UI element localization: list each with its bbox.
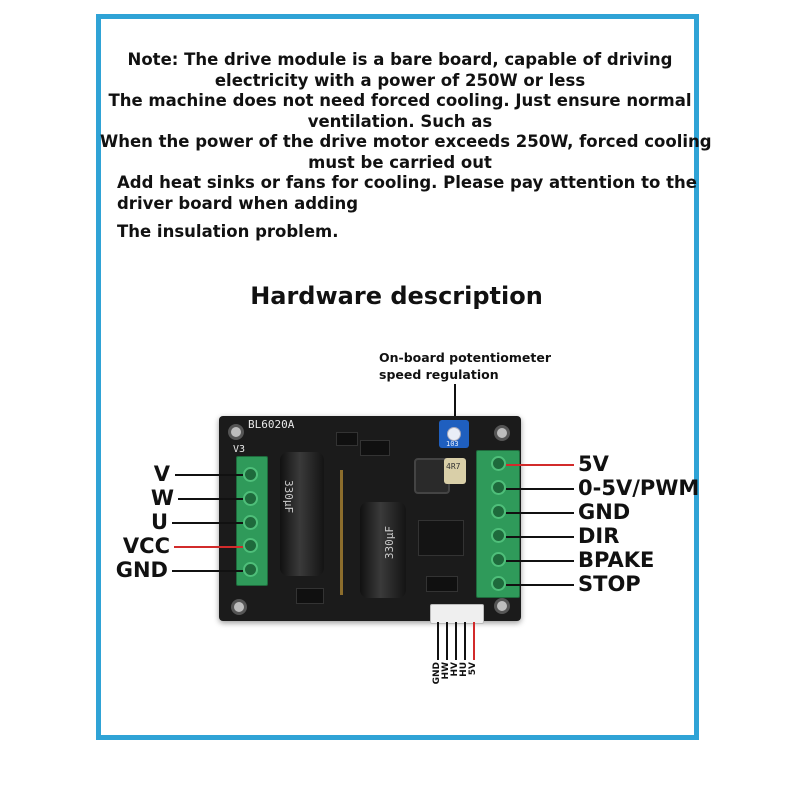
terminal-screw[interactable] — [243, 467, 258, 482]
driver-ic — [418, 520, 464, 556]
hall-wire — [464, 622, 466, 660]
note-text: Note: The drive module is a bare board, … — [100, 50, 712, 243]
leader-line-bpake — [506, 560, 574, 562]
smd-component — [426, 576, 458, 592]
note-line: must be carried out — [308, 152, 492, 172]
hall-wire — [446, 622, 448, 660]
terminal-screw[interactable] — [491, 528, 506, 543]
leader-line-pwm — [506, 488, 574, 490]
terminal-label-u: U — [150, 510, 168, 534]
terminal-label-v: V — [153, 462, 170, 486]
inductor-marking: 4R7 — [446, 462, 461, 471]
hall-connector — [430, 604, 484, 624]
smd-component — [296, 588, 324, 604]
leader-line-w — [178, 498, 243, 500]
smd-component — [336, 432, 358, 446]
smd-component — [444, 458, 466, 484]
note-line: electricity with a power of 250W or less — [214, 70, 586, 90]
note-line: ventilation. Such as — [307, 111, 493, 131]
terminal-label-w: W — [150, 486, 174, 510]
terminal-screw[interactable] — [491, 552, 506, 567]
terminal-label-pwm: 0-5V/PWM — [578, 476, 700, 500]
leader-line-dir — [506, 536, 574, 538]
capacitor — [280, 452, 324, 576]
note-line: When the power of the drive motor exceed… — [100, 132, 712, 151]
terminal-screw[interactable] — [243, 515, 258, 530]
note-line: driver board when adding — [117, 193, 359, 213]
hall-wire — [473, 622, 475, 660]
terminal-screw[interactable] — [243, 491, 258, 506]
leader-line-v — [175, 474, 243, 476]
terminal-label-gnd-right: GND — [578, 500, 631, 524]
terminal-screw[interactable] — [243, 562, 258, 577]
terminal-screw[interactable] — [491, 504, 506, 519]
terminal-label-bpake: BPAKE — [578, 548, 655, 572]
potentiometer-note-line: On-board potentiometer — [379, 350, 552, 365]
mounting-hole — [231, 599, 247, 615]
hall-wire — [455, 622, 457, 660]
potentiometer-pointer — [454, 384, 456, 420]
terminal-screw[interactable] — [491, 576, 506, 591]
potentiometer-note: On-board potentiometer speed regulation — [379, 349, 551, 383]
terminal-label-vcc: VCC — [122, 534, 170, 558]
potentiometer-knob[interactable] — [447, 427, 461, 441]
note-line: Add heat sinks or fans for cooling. Plea… — [117, 173, 697, 192]
terminal-screw[interactable] — [243, 538, 258, 553]
trace — [340, 470, 343, 595]
hall-wire — [437, 622, 439, 660]
potentiometer-marking: 103 — [446, 440, 459, 448]
board-version-label: V3 — [233, 444, 246, 455]
leader-line-5v — [506, 464, 574, 466]
right-terminal-block — [476, 450, 520, 598]
capacitor — [360, 502, 406, 598]
terminal-label-5v: 5V — [578, 452, 609, 476]
leader-line-gnd — [172, 570, 243, 572]
mounting-hole — [494, 425, 510, 441]
terminal-screw[interactable] — [491, 456, 506, 471]
potentiometer-note-line: speed regulation — [379, 367, 499, 382]
leader-line-gnd-right — [506, 512, 574, 514]
mounting-hole — [228, 424, 244, 440]
terminal-label-gnd: GND — [115, 558, 168, 582]
note-line: The machine does not need forced cooling… — [108, 91, 692, 110]
hardware-title: Hardware description — [250, 282, 543, 310]
board-model-label: BL6020A — [248, 418, 295, 431]
terminal-label-dir: DIR — [578, 524, 620, 548]
leader-line-u — [172, 522, 243, 524]
capacitor-label: 330µF — [383, 526, 396, 560]
leader-line-vcc — [174, 546, 243, 548]
hall-pin-label: 5V — [468, 662, 478, 676]
leader-line-stop — [506, 584, 574, 586]
terminal-label-stop: STOP — [578, 572, 641, 596]
smd-component — [360, 440, 390, 456]
note-line: The insulation problem. — [117, 222, 339, 241]
note-line: Note: The drive module is a bare board, … — [127, 50, 673, 69]
capacitor-label: 330µF — [282, 480, 295, 514]
mounting-hole — [494, 598, 510, 614]
terminal-screw[interactable] — [491, 480, 506, 495]
